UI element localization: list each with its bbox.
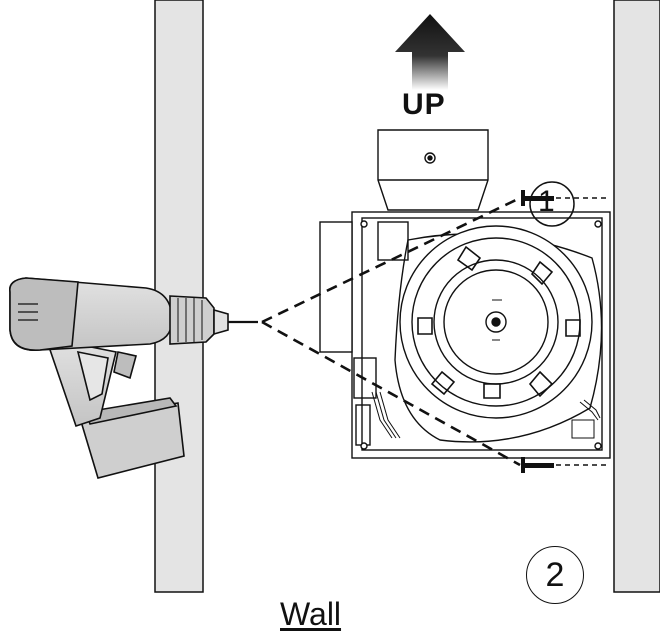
step-number-badge: 2: [526, 546, 584, 604]
fan-unit: [319, 129, 611, 459]
screw-icon-top: [521, 190, 554, 206]
screw-marker-label: 1: [538, 185, 555, 218]
cordless-drill-icon: [9, 277, 258, 479]
wall-label: Wall: [280, 596, 342, 632]
screw-icon-bottom: [521, 457, 554, 473]
right-wall-stud: [613, 0, 660, 593]
duct-collar: [377, 129, 489, 211]
drill-guide-lines: [261, 196, 521, 467]
callout-circle-1: [529, 181, 575, 227]
up-arrow-icon: [395, 14, 465, 90]
direction-label: UP: [402, 88, 446, 121]
